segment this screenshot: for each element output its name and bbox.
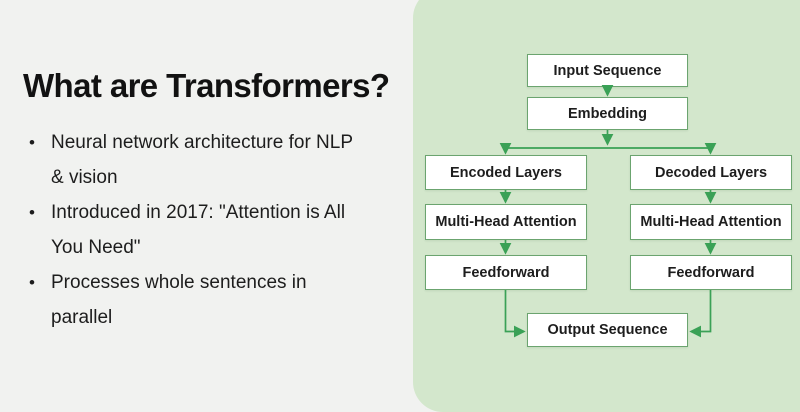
- node-feedforward-left: Feedforward: [425, 255, 587, 290]
- bullet-line: parallel: [51, 307, 113, 328]
- bullet-line: You Need": [51, 237, 141, 258]
- bullet-item: • Neural network architecture for NLP & …: [24, 125, 399, 195]
- node-decoded-layers: Decoded Layers: [630, 155, 792, 190]
- node-embedding: Embedding: [527, 97, 688, 130]
- node-input-sequence: Input Sequence: [527, 54, 688, 87]
- node-feedforward-right: Feedforward: [630, 255, 792, 290]
- bullet-marker: •: [29, 133, 35, 152]
- bullet-list: • Neural network architecture for NLP & …: [24, 125, 399, 335]
- bullet-item: • Introduced in 2017: "Attention is All …: [24, 195, 399, 265]
- node-multi-head-attention-left: Multi-Head Attention: [425, 204, 587, 240]
- page-title: What are Transformers?: [23, 67, 390, 104]
- bullet-line: Processes whole sentences in: [51, 272, 307, 293]
- node-encoded-layers: Encoded Layers: [425, 155, 587, 190]
- bullet-marker: •: [29, 273, 35, 292]
- left-panel: What are Transformers? • Neural network …: [23, 67, 399, 335]
- bullet-line: Introduced in 2017: "Attention is All: [51, 202, 346, 223]
- bullet-marker: •: [29, 203, 35, 222]
- bullet-item: • Processes whole sentences in parallel: [24, 265, 399, 335]
- node-output-sequence: Output Sequence: [527, 313, 688, 347]
- bullet-line: & vision: [51, 167, 118, 188]
- node-multi-head-attention-right: Multi-Head Attention: [630, 204, 792, 240]
- bullet-line: Neural network architecture for NLP: [51, 132, 354, 153]
